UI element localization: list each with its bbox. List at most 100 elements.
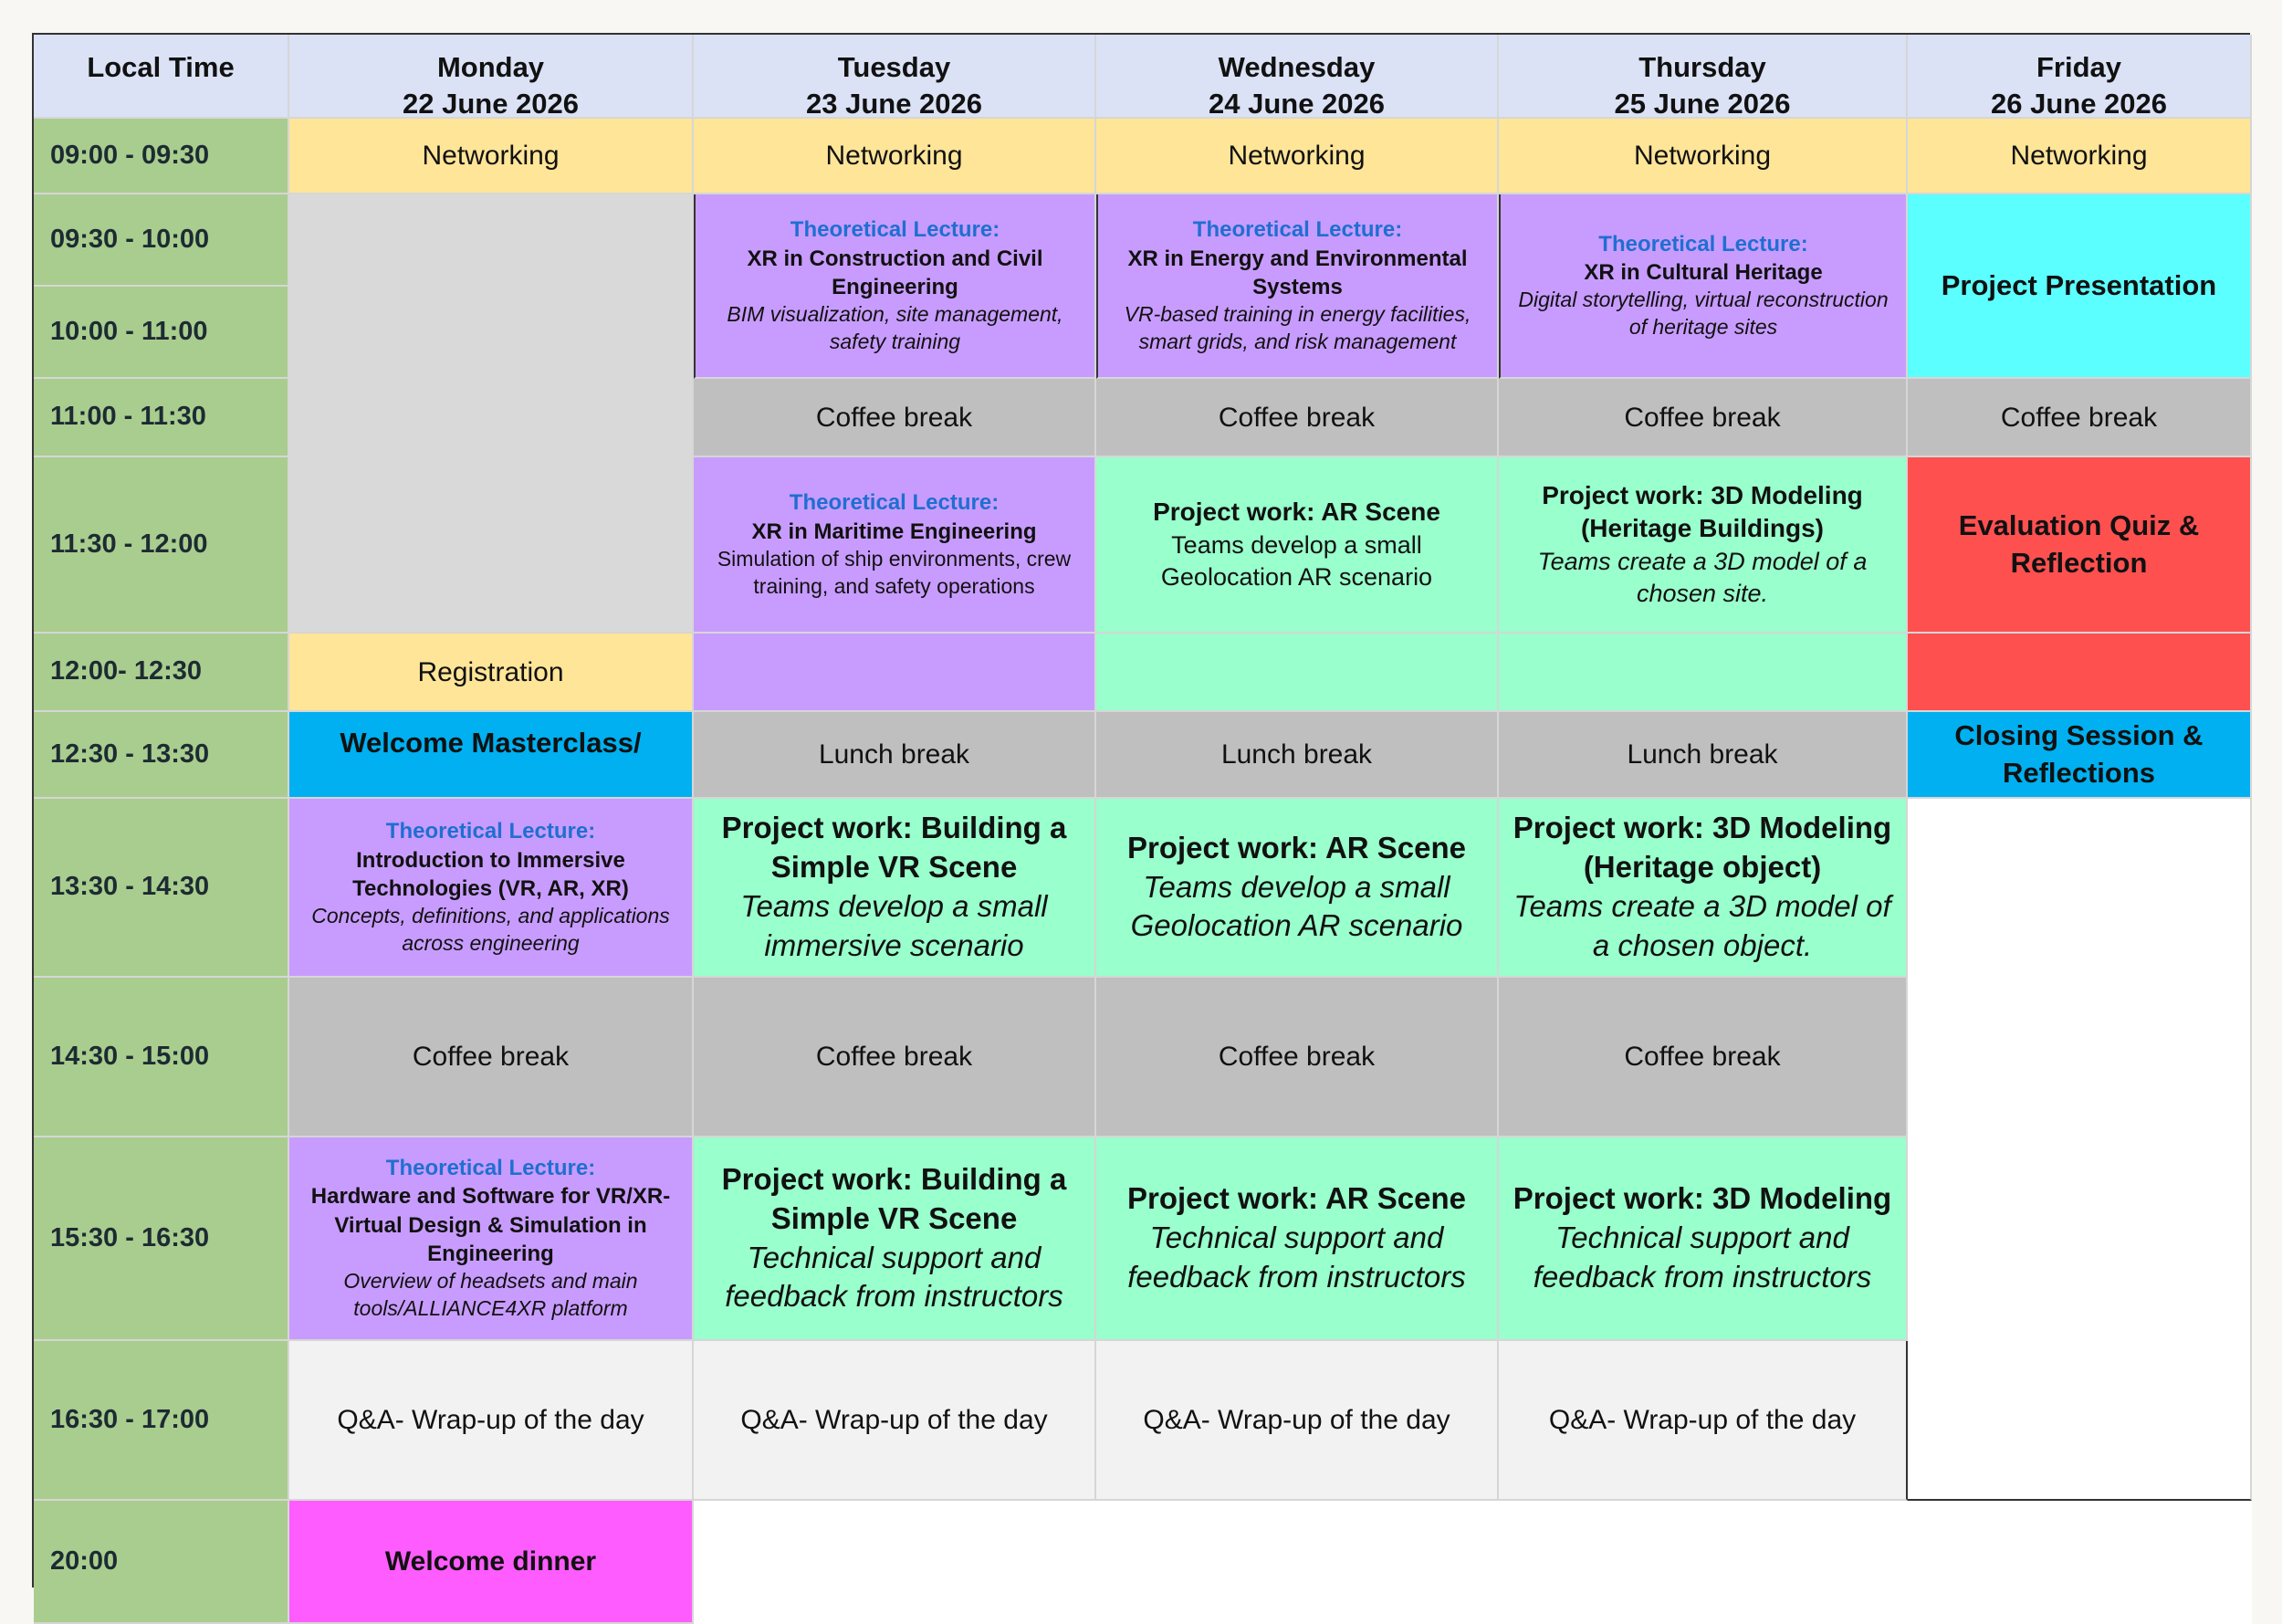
wednesday-project-ar-support: Project work: AR Scene Technical support… xyxy=(1096,1137,1499,1341)
wednesday-qa: Q&A- Wrap-up of the day xyxy=(1096,1341,1499,1501)
monday-welcome-masterclass: Welcome Masterclass/ xyxy=(289,712,694,799)
thursday-coffee-afternoon: Coffee break xyxy=(1499,978,1908,1137)
thursday-coffee-morning: Coffee break xyxy=(1499,379,1908,457)
project-title: Project work: Building a Simple VR Scene xyxy=(721,1161,1067,1235)
lecture-description: VR-based training in energy facilities, … xyxy=(1124,301,1471,353)
friday-empty-afternoon xyxy=(1908,799,2252,1501)
thursday-lecture-heritage: Theoretical Lecture: XR in Cultural Heri… xyxy=(1499,194,1908,379)
tuesday-project-vr-support: Project work: Building a Simple VR Scene… xyxy=(694,1137,1096,1341)
lecture-label: Theoretical Lecture: xyxy=(385,1156,596,1181)
thursday-project-3d-object: Project work: 3D Modeling (Heritage obje… xyxy=(1499,799,1908,978)
friday-closing-session: Closing Session & Reflections xyxy=(1908,712,2252,799)
header-local-time: Local Time xyxy=(34,35,289,119)
monday-welcome-dinner: Welcome dinner xyxy=(289,1501,694,1624)
time-slot: 14:30 - 15:00 xyxy=(34,978,289,1137)
lecture-label: Theoretical Lecture: xyxy=(1192,217,1403,243)
tuesday-project-vr-scene: Project work: Building a Simple VR Scene… xyxy=(694,799,1096,978)
networking-tuesday: Networking xyxy=(694,119,1096,194)
lecture-title: XR in Construction and Civil Engineering xyxy=(747,246,1043,299)
tuesday-lecture-maritime: Theoretical Lecture: XR in Maritime Engi… xyxy=(694,457,1096,634)
lecture-title: XR in Maritime Engineering xyxy=(751,519,1037,544)
project-description: Teams create a 3D model of a chosen site… xyxy=(1537,547,1868,607)
friday-evaluation-quiz: Evaluation Quiz & Reflection xyxy=(1908,457,2252,634)
project-description: Teams develop a small Geolocation AR sce… xyxy=(1130,869,1463,943)
project-description: Teams create a 3D model of a chosen obje… xyxy=(1513,889,1891,962)
wednesday-coffee-afternoon: Coffee break xyxy=(1096,978,1499,1137)
project-description: Technical support and feedback from inst… xyxy=(1127,1221,1466,1294)
time-slot: 13:30 - 14:30 xyxy=(34,799,289,978)
day-date: 26 June 2026 xyxy=(1990,88,2168,119)
networking-friday: Networking xyxy=(1908,119,2252,194)
time-slot: 09:30 - 10:00 xyxy=(34,194,289,287)
wednesday-project-ar-scene: Project work: AR Scene Teams develop a s… xyxy=(1096,799,1499,978)
thursday-project-3d-buildings: Project work: 3D Modeling (Heritage Buil… xyxy=(1499,457,1908,634)
wednesday-lecture-energy: Theoretical Lecture: XR in Energy and En… xyxy=(1096,194,1499,379)
header-time-label: Local Time xyxy=(87,51,235,83)
day-date: 23 June 2026 xyxy=(805,88,983,119)
day-name: Friday xyxy=(2036,51,2122,83)
wednesday-coffee-morning: Coffee break xyxy=(1096,379,1499,457)
thursday-project-continued xyxy=(1499,634,1908,712)
day-date: 25 June 2026 xyxy=(1614,88,1791,119)
project-title: Project work: 3D Modeling (Heritage Buil… xyxy=(1542,481,1863,543)
tuesday-coffee-afternoon: Coffee break xyxy=(694,978,1096,1137)
time-slot: 11:00 - 11:30 xyxy=(34,379,289,457)
lecture-description: Concepts, definitions, and applications … xyxy=(311,903,670,955)
time-slot: 16:30 - 17:00 xyxy=(34,1341,289,1501)
monday-lecture-intro: Theoretical Lecture: Introduction to Imm… xyxy=(289,799,694,978)
tuesday-lecture-continued xyxy=(694,634,1096,712)
welcome-masterclass-label: Welcome Masterclass/ xyxy=(340,727,642,759)
day-date: 22 June 2026 xyxy=(402,88,580,119)
header-thursday: Thursday 25 June 2026 xyxy=(1499,35,1908,119)
time-slot: 20:00 xyxy=(34,1501,289,1624)
tuesday-lecture-construction: Theoretical Lecture: XR in Construction … xyxy=(694,194,1096,379)
thursday-lunch: Lunch break xyxy=(1499,712,1908,799)
wednesday-project-continued xyxy=(1096,634,1499,712)
lecture-title: XR in Energy and Environmental Systems xyxy=(1127,246,1468,299)
friday-coffee-morning: Coffee break xyxy=(1908,379,2252,457)
monday-coffee-afternoon: Coffee break xyxy=(289,978,694,1137)
lecture-description: Overview of headsets and main tools/ALLI… xyxy=(343,1268,638,1320)
monday-registration: Registration xyxy=(289,634,694,712)
lecture-title: Introduction to Immersive Technologies (… xyxy=(352,847,629,901)
header-tuesday: Tuesday 23 June 2026 xyxy=(694,35,1096,119)
project-description: Technical support and feedback from inst… xyxy=(1533,1221,1872,1294)
thursday-project-3d-support: Project work: 3D Modeling Technical supp… xyxy=(1499,1137,1908,1341)
tuesday-lunch: Lunch break xyxy=(694,712,1096,799)
thursday-qa: Q&A- Wrap-up of the day xyxy=(1499,1341,1908,1501)
closing-label: Closing Session & Reflections xyxy=(1954,719,2203,789)
wednesday-project-ar-morning: Project work: AR Scene Teams develop a s… xyxy=(1096,457,1499,634)
friday-quiz-continued xyxy=(1908,634,2252,712)
lecture-label: Theoretical Lecture: xyxy=(385,819,596,844)
lecture-description: Digital storytelling, virtual reconstruc… xyxy=(1518,288,1889,340)
monday-free-block xyxy=(289,194,694,634)
networking-monday: Networking xyxy=(289,119,694,194)
time-slot: 12:00- 12:30 xyxy=(34,634,289,712)
networking-wednesday: Networking xyxy=(1096,119,1499,194)
project-title: Project work: AR Scene xyxy=(1153,498,1440,527)
quiz-label: Evaluation Quiz & Reflection xyxy=(1958,509,2200,579)
tuesday-qa: Q&A- Wrap-up of the day xyxy=(694,1341,1096,1501)
lecture-description: Simulation of ship environments, crew tr… xyxy=(717,546,1072,598)
project-title: Project work: Building a Simple VR Scene xyxy=(721,811,1067,885)
project-title: Project work: AR Scene xyxy=(1126,830,1467,864)
day-name: Thursday xyxy=(1638,51,1766,83)
time-slot: 09:00 - 09:30 xyxy=(34,119,289,194)
presentation-label: Project Presentation xyxy=(1941,268,2217,301)
project-title: Project work: 3D Modeling (Heritage obje… xyxy=(1513,811,1892,885)
time-slot: 12:30 - 13:30 xyxy=(34,712,289,799)
header-friday: Friday 26 June 2026 xyxy=(1908,35,2252,119)
day-name: Tuesday xyxy=(837,51,951,83)
lecture-description: BIM visualization, site management, safe… xyxy=(727,301,1063,353)
friday-project-presentation: Project Presentation xyxy=(1908,194,2252,379)
project-title: Project work: 3D Modeling xyxy=(1513,1181,1892,1216)
time-slot: 10:00 - 11:00 xyxy=(34,287,289,379)
project-description: Technical support and feedback from inst… xyxy=(725,1240,1063,1314)
project-description: Teams develop a small immersive scenario xyxy=(740,889,1048,962)
lecture-label: Theoretical Lecture: xyxy=(789,490,1000,516)
monday-lecture-hardware: Theoretical Lecture: Hardware and Softwa… xyxy=(289,1137,694,1341)
dinner-row-empty xyxy=(694,1501,2252,1624)
